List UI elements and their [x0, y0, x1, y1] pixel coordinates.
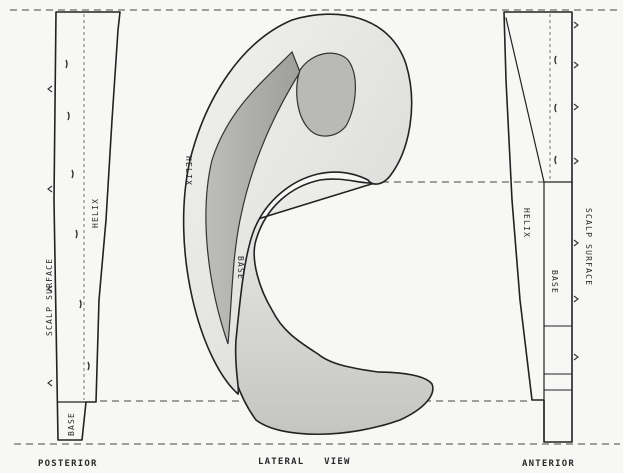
hair-tick-icon	[68, 112, 69, 120]
ear-antihelix-lobe	[297, 53, 356, 136]
posterior-base-label: BASE	[67, 412, 76, 436]
posterior-outline	[54, 12, 120, 440]
arrowhead-icon	[48, 86, 52, 92]
hair-tick-icon	[76, 230, 77, 238]
anterior-helix-boundary	[506, 18, 544, 182]
hair-tick-icon	[66, 60, 67, 68]
anterior-base-label: BASE	[550, 270, 559, 294]
posterior-view: HELIX SCALP SURFACE BASE	[45, 12, 120, 440]
posterior-caption: POSTERIOR	[38, 459, 98, 469]
hair-tick-icon	[80, 300, 81, 308]
anterior-scalp-surface-label: SCALP SURFACE	[584, 208, 593, 286]
hair-tick-icon	[555, 156, 556, 164]
arrowhead-icon	[574, 354, 578, 360]
arrowhead-icon	[48, 380, 52, 386]
lateral-view: HELIX BASE	[184, 14, 433, 434]
anterior-helix-label: HELIX	[522, 208, 531, 238]
anterior-view: HELIX BASE SCALP SURFACE	[504, 12, 593, 442]
posterior-helix-label: HELIX	[91, 198, 100, 228]
arrowhead-icon	[574, 240, 578, 246]
posterior-hair-ticks	[66, 60, 89, 370]
hair-tick-icon	[72, 170, 73, 178]
arrowhead-icon	[48, 186, 52, 192]
lateral-view-caption: LATERAL VIEW	[258, 457, 351, 467]
hair-tick-icon	[555, 104, 556, 112]
arrowhead-icon	[574, 62, 578, 68]
hair-tick-icon	[88, 362, 89, 370]
anterior-arrowheads	[574, 22, 578, 360]
lateral-base-label: BASE	[236, 256, 245, 280]
anterior-hair-ticks	[555, 56, 556, 164]
lateral-helix-label: HELIX	[184, 156, 193, 186]
arrowhead-icon	[574, 22, 578, 28]
arrowhead-icon	[574, 296, 578, 302]
anterior-outline	[504, 12, 572, 442]
arrowhead-icon	[574, 158, 578, 164]
anterior-caption: ANTERIOR	[522, 459, 575, 469]
arrowhead-icon	[574, 104, 578, 110]
posterior-scalp-surface-label: SCALP SURFACE	[45, 258, 54, 336]
hair-tick-icon	[555, 56, 556, 64]
posterior-arrowheads	[48, 86, 52, 386]
